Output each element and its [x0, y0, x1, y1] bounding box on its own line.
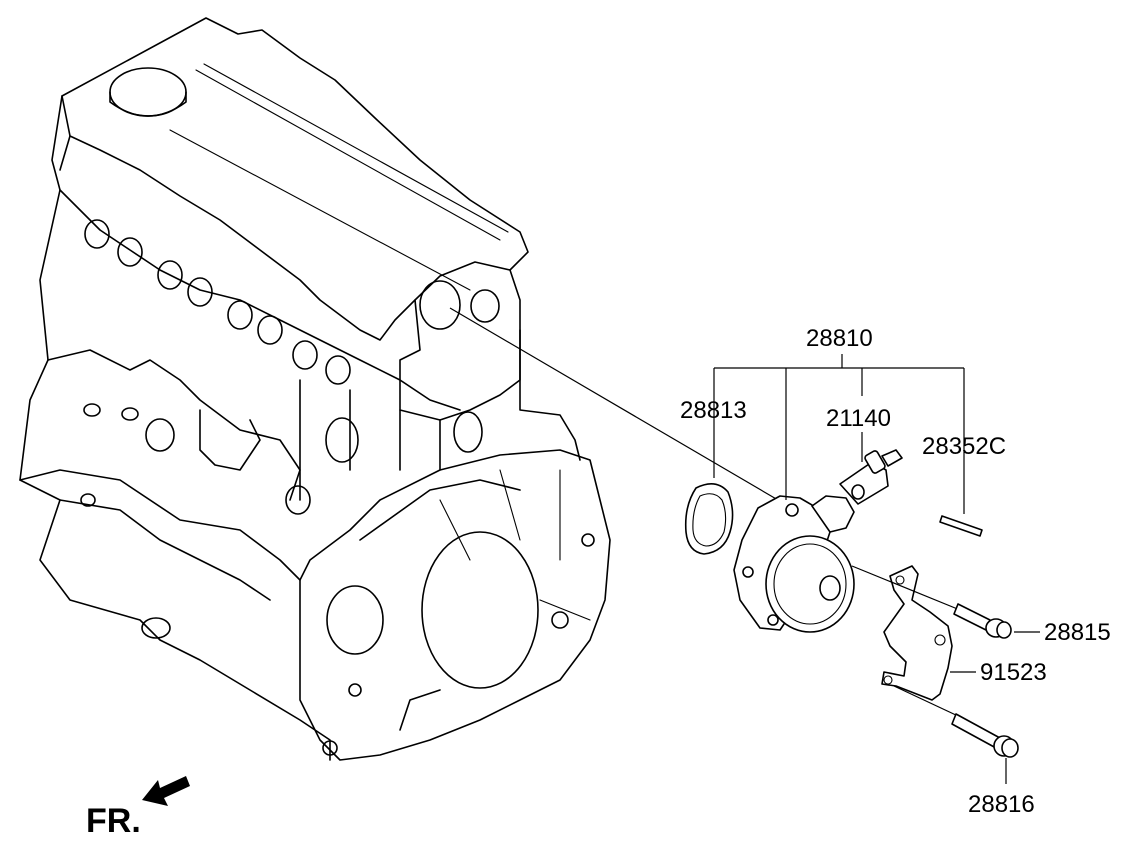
mount-leader-line: [449, 307, 779, 501]
bolt-lower: [893, 685, 1019, 758]
callout-leaders: [713, 354, 1040, 784]
label-21140: 21140: [826, 405, 891, 432]
front-direction-indicator: FR.: [86, 776, 190, 840]
front-arrow-icon: [142, 776, 190, 806]
label-28816: 28816: [968, 791, 1035, 818]
label-28810: 28810: [806, 325, 873, 352]
check-valve: [839, 449, 903, 505]
engine-block: [19, 17, 611, 761]
label-91523: 91523: [980, 659, 1047, 686]
dowel-pin: [939, 515, 983, 537]
label-28813: 28813: [680, 397, 747, 424]
front-label: FR.: [86, 802, 141, 840]
label-28815: 28815: [1044, 619, 1111, 646]
label-28352c: 28352C: [922, 433, 1006, 460]
vacuum-pump: [733, 495, 855, 633]
mounting-bracket: [881, 565, 953, 701]
bolt-upper: [851, 565, 1012, 639]
